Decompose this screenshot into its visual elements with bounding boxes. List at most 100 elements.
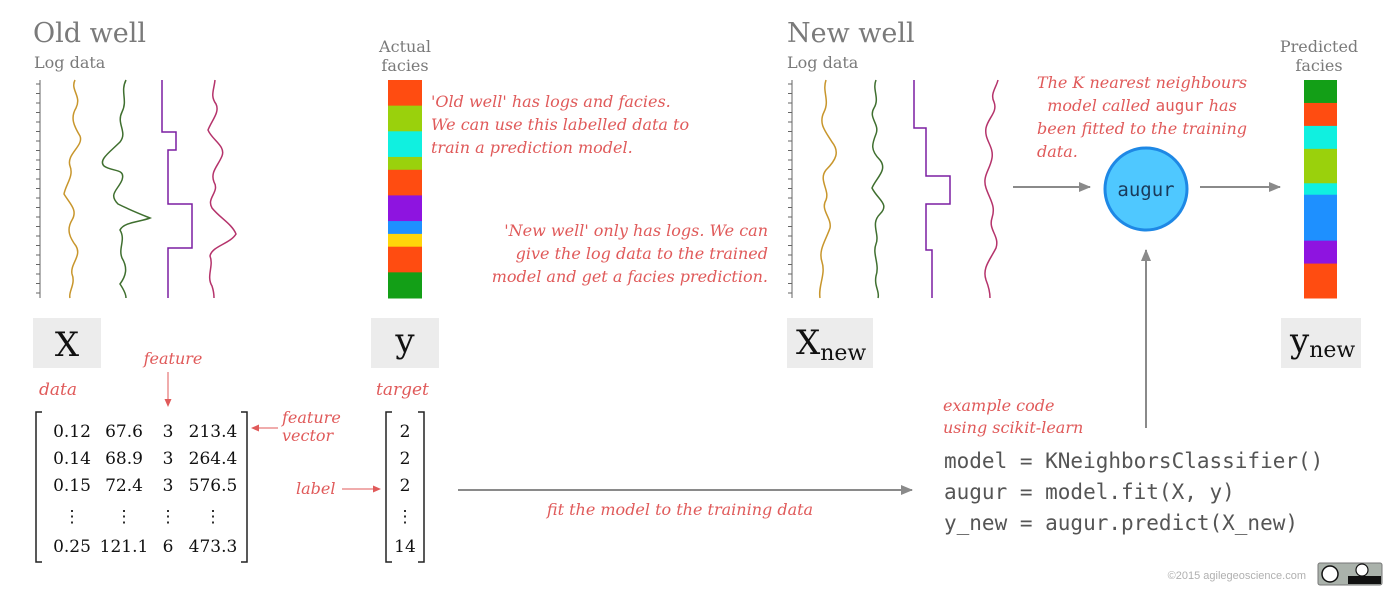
old-well-density-curve [207, 79, 237, 299]
predicted-facies-band [1304, 80, 1337, 104]
predicted-facies-band [1304, 240, 1337, 265]
matrix-X-cell: 0.14 [53, 449, 91, 469]
predicted-facies-band [1304, 263, 1337, 299]
y-new-box-bg [1281, 318, 1361, 368]
matrix-X-cell: 72.4 [105, 476, 143, 496]
actual-facies-label-line1: Actual [378, 37, 431, 56]
old-well-title: Old well [33, 18, 146, 49]
augur-model-node[interactable]: augur [1103, 146, 1189, 232]
vector-y-cell: 14 [394, 537, 416, 557]
new-well-note-line: give the log data to the trained [516, 244, 768, 263]
new-well-note-line: model and get a facies prediction. [492, 267, 768, 286]
knn-note-line: data. [1037, 142, 1078, 161]
augur-circle [1103, 146, 1189, 232]
cc-badge-strip [1348, 576, 1381, 584]
matrix-X-right-bracket [241, 411, 248, 563]
y-new-subscript: new [1309, 338, 1355, 363]
predicted-facies-label-line2: facies [1295, 56, 1342, 75]
actual-facies-band [388, 221, 422, 235]
predicted-facies-band [1304, 125, 1337, 150]
new-well-density-curve [984, 79, 999, 299]
matrix-X-cell: 121.1 [100, 537, 149, 557]
X-symbol: X [55, 325, 80, 365]
knn-note: The K nearest neighbours model called au… [1037, 73, 1247, 161]
data-annotation: data [39, 380, 77, 400]
matrix-X-cell: 68.9 [105, 449, 143, 469]
actual-facies-label-line2: facies [381, 56, 428, 75]
old-well-resistivity-curve [101, 79, 153, 299]
X-new-symbol: Xnew [796, 323, 866, 366]
X-new-label-box: Xnew [787, 318, 873, 368]
new-well-note: 'New well' only has logs. We can give th… [492, 221, 768, 286]
matrix-X-cell: 264.4 [189, 449, 238, 469]
code-line: y_new = augur.predict(X_new) [944, 511, 1298, 535]
X-label-box: X [33, 318, 101, 368]
matrix-X-cell: ⋮ [116, 507, 133, 527]
vector-y-cell: 2 [400, 476, 411, 496]
X-new-base: X [796, 323, 821, 363]
y-new-label-box: ynew [1281, 318, 1361, 368]
actual-facies-band [388, 131, 422, 158]
code-block: model = KNeighborsClassifier() augur = m… [944, 449, 1323, 535]
predicted-facies-label-line1: Predicted [1280, 37, 1358, 56]
vector-y-cells: 222⋮14 [394, 422, 416, 557]
knn-note-line: been fitted to the training [1037, 119, 1247, 138]
knn-note-text: has [1204, 96, 1237, 115]
feature-vector-annotation: feature [281, 408, 341, 427]
matrix-X-cell: 6 [163, 537, 174, 557]
new-well-note-line: 'New well' only has logs. We can [504, 221, 768, 240]
target-annotation: target [376, 380, 429, 400]
copyright-text: ©2015 agilegeoscience.com [1168, 570, 1306, 582]
vector-y-cell: ⋮ [397, 507, 414, 527]
code-line: model = KNeighborsClassifier() [944, 449, 1323, 473]
knn-note-text: model called [1047, 96, 1155, 115]
new-well-log-curves [818, 79, 999, 299]
actual-facies-band [388, 195, 422, 222]
matrix-X-cell: 0.12 [53, 422, 91, 442]
matrix-X-left-bracket [35, 411, 42, 563]
matrix-X-cell: 0.15 [53, 476, 91, 496]
vector-y-left-bracket [385, 411, 392, 563]
cc-circle-icon [1321, 565, 1339, 583]
old-well-facies-log-curve [161, 80, 193, 298]
old-well-log-curves [63, 79, 237, 299]
matrix-X-cell: 3 [163, 422, 174, 442]
new-well-depth-axis [788, 80, 793, 298]
feature-vector-annotation: vector [282, 426, 335, 445]
code-line: augur = model.fit(X, y) [944, 480, 1235, 504]
matrix-X-cell: 473.3 [189, 537, 238, 557]
old-well-depth-axis [36, 80, 41, 298]
matrix-X-cell: 3 [163, 449, 174, 469]
X-new-subscript: new [820, 341, 866, 366]
label-annotation: label [296, 479, 335, 498]
predicted-facies-band [1304, 148, 1337, 184]
matrix-X-cell: 67.6 [105, 422, 143, 442]
actual-facies-band [388, 233, 422, 248]
knn-note-line: model called augur has [1047, 96, 1237, 115]
old-well-note-line: We can use this labelled data to [431, 115, 689, 134]
vector-y: 222⋮14 [385, 411, 425, 563]
actual-facies-band [388, 169, 422, 196]
matrix-X-cell: ⋮ [160, 507, 177, 527]
predicted-facies-band [1304, 183, 1337, 196]
cc-by-icon[interactable] [1317, 562, 1383, 586]
new-well-subtitle: Log data [787, 53, 859, 72]
old-well-note-line: train a prediction model. [431, 138, 633, 157]
example-code-annotation: example code [943, 396, 1054, 415]
matrix-X-cell: 0.25 [53, 537, 91, 557]
X-new-box-bg [787, 318, 873, 368]
new-well-facies-log-curve [913, 80, 951, 298]
old-well-note-line: 'Old well' has logs and facies. [431, 92, 671, 111]
predicted-facies-column [1304, 80, 1337, 299]
matrix-X-cell: 3 [163, 476, 174, 496]
predicted-facies-band [1304, 102, 1337, 127]
actual-facies-band [388, 272, 422, 299]
y-label-box: y [371, 318, 439, 368]
matrix-X-cell: 213.4 [189, 422, 238, 442]
actual-facies-band [388, 105, 422, 132]
old-well-note: 'Old well' has logs and facies. We can u… [431, 92, 689, 157]
actual-facies-band [388, 246, 422, 273]
y-new-symbol: ynew [1289, 321, 1355, 363]
